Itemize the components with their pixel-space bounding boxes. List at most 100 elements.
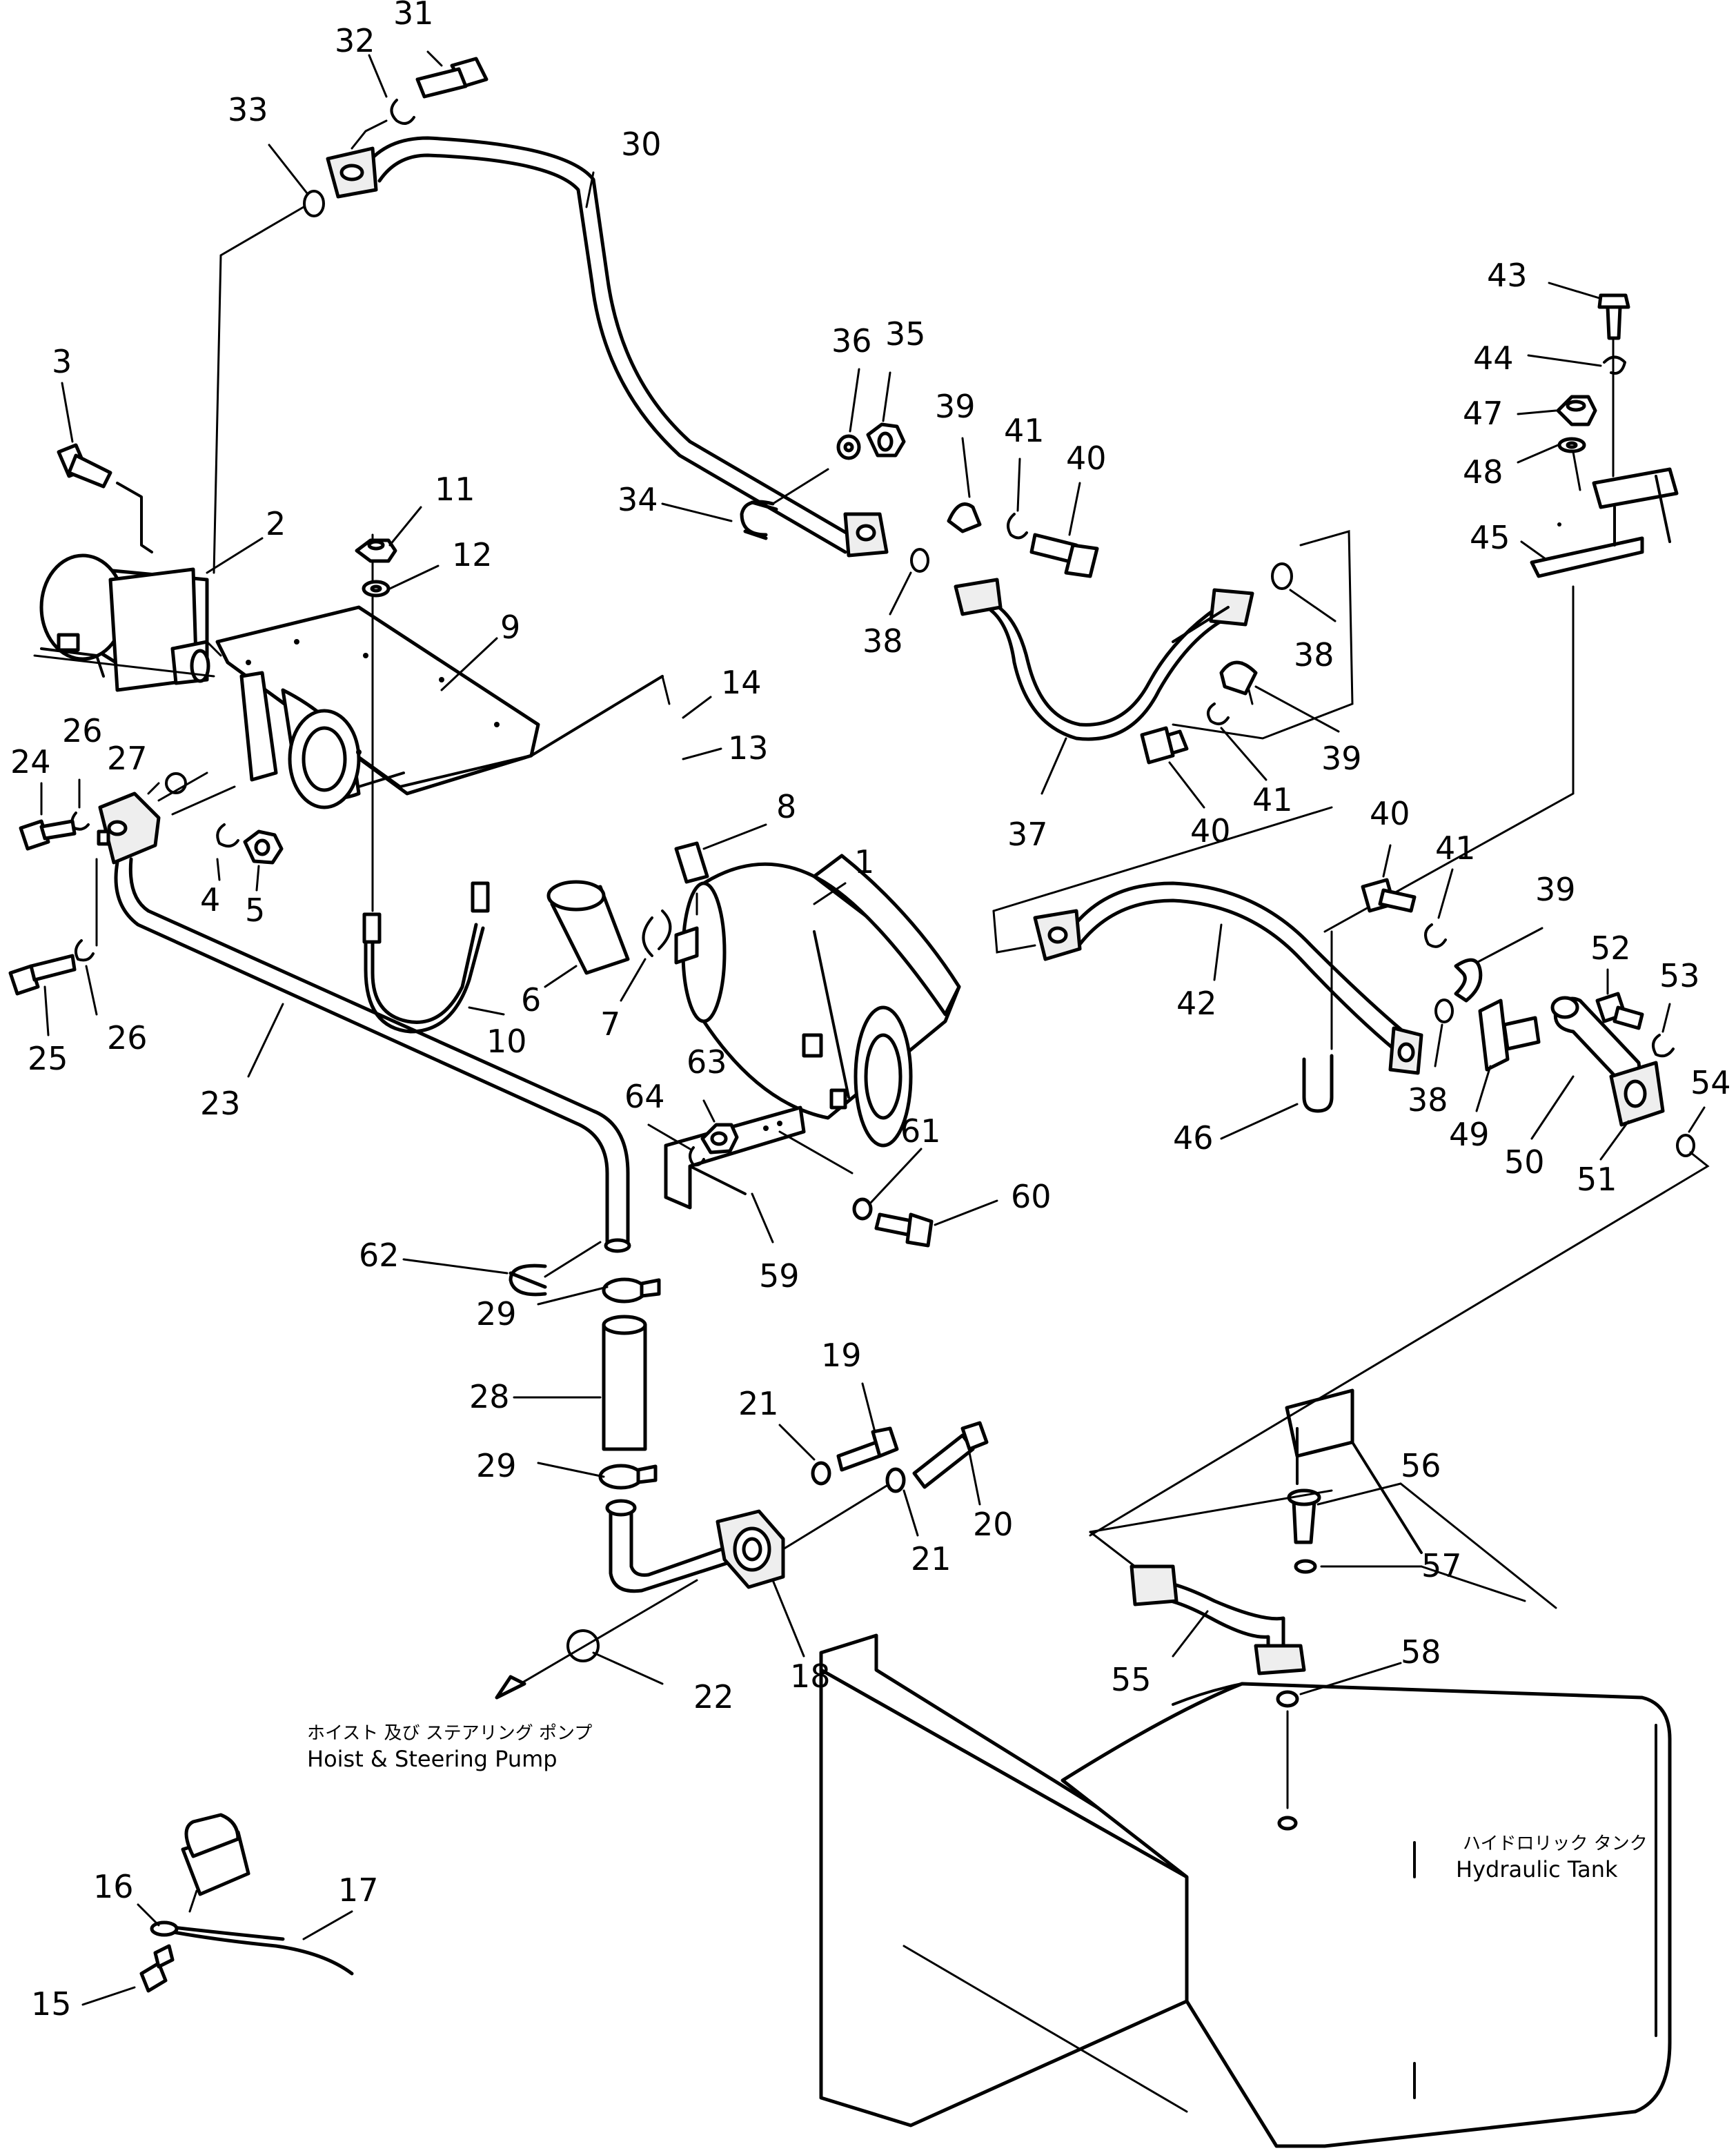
bolt-40a — [1029, 533, 1099, 578]
callout-59: 59 — [759, 1257, 800, 1295]
callout-18: 18 — [790, 1658, 831, 1695]
callout-9: 9 — [500, 609, 520, 646]
callout-48: 48 — [1463, 453, 1503, 491]
callout-25: 25 — [28, 1040, 68, 1077]
bolt-20 — [912, 1421, 989, 1489]
bolt-40b — [1140, 726, 1189, 765]
callout-41c: 41 — [1435, 829, 1476, 867]
washer-41c — [1424, 923, 1447, 948]
callout-6: 6 — [521, 981, 541, 1019]
washer-26b — [74, 939, 95, 962]
callout-14: 14 — [721, 664, 762, 701]
bolt-43 — [1597, 293, 1630, 340]
callout-56: 56 — [1401, 1447, 1441, 1484]
callout-29a: 29 — [476, 1295, 517, 1333]
washer-44 — [1603, 355, 1626, 375]
callout-38c: 38 — [1408, 1081, 1448, 1119]
callout-40b: 40 — [1190, 812, 1231, 849]
callout-16: 16 — [93, 1868, 134, 1905]
coupling-6 — [546, 880, 630, 975]
callout-26a: 26 — [62, 712, 103, 749]
washer-41a — [1007, 513, 1028, 540]
callout-60: 60 — [1011, 1178, 1052, 1215]
washer-41b — [1207, 702, 1230, 725]
callout-28: 28 — [469, 1378, 510, 1415]
clamp-39a — [947, 502, 982, 533]
bolt-60 — [874, 1212, 934, 1248]
bolt-52 — [1595, 992, 1644, 1030]
o-ring-38c — [1434, 999, 1454, 1023]
tank-caption-en: Hydraulic Tank — [1456, 1856, 1618, 1882]
callout-21b: 21 — [911, 1540, 951, 1577]
pump-1 — [674, 854, 961, 1148]
pipe-55 — [1089, 1488, 1333, 1809]
hydraulic-tank — [819, 1388, 1672, 2148]
callout-47: 47 — [1463, 395, 1503, 432]
pump-caption-jp: ホイスト 及び ステアリング ポンプ — [307, 1723, 592, 1744]
bolt-40c — [1361, 878, 1417, 913]
callout-46: 46 — [1173, 1119, 1214, 1157]
callout-64: 64 — [624, 1078, 665, 1115]
callout-38b: 38 — [1294, 636, 1334, 674]
pipe-30 — [213, 119, 889, 574]
callout-17: 17 — [338, 1871, 379, 1909]
callout-44: 44 — [1473, 340, 1514, 377]
nut-5 — [243, 829, 284, 865]
callout-23: 23 — [200, 1085, 241, 1122]
snap-ring-7 — [642, 910, 672, 957]
bolt-19 — [836, 1426, 899, 1472]
washer-21a — [811, 1461, 831, 1486]
leader-lines — [40, 50, 1706, 2006]
callout-57: 57 — [1421, 1547, 1462, 1584]
callout-50: 50 — [1504, 1143, 1545, 1181]
bracket-45 — [1323, 467, 1679, 933]
washer-32 — [390, 99, 415, 125]
callout-13: 13 — [728, 729, 769, 767]
callout-55: 55 — [1111, 1661, 1152, 1698]
callout-32: 32 — [335, 22, 375, 59]
o-ring-22 — [566, 1629, 600, 1662]
washer-53 — [1652, 1034, 1675, 1058]
washer-16 — [150, 1920, 179, 1937]
bolt-3 — [57, 443, 153, 553]
bolt-15 — [139, 1944, 175, 1993]
callout-21a: 21 — [738, 1385, 779, 1422]
sensor-17 — [153, 1813, 354, 1976]
callout-numbers: 1 2 3 4 5 6 7 8 9 10 11 12 13 14 15 16 1… — [10, 0, 1731, 2023]
tank-caption-jp: ハイドロリック タンク — [1463, 1834, 1648, 1854]
callout-62: 62 — [359, 1237, 400, 1274]
motor-assembly — [33, 553, 671, 809]
callout-61: 61 — [900, 1112, 941, 1150]
callout-1: 1 — [854, 843, 874, 881]
adapter-49 — [1478, 999, 1541, 1072]
nut-47 — [1556, 395, 1597, 426]
callout-12: 12 — [452, 536, 493, 573]
u-bolt-62 — [509, 1241, 602, 1297]
clamp-29b — [598, 1464, 658, 1490]
callout-52: 52 — [1590, 930, 1631, 967]
bolt-25 — [8, 954, 77, 996]
callout-40c: 40 — [1370, 795, 1410, 832]
o-ring-33 — [303, 190, 325, 217]
o-ring-38a — [910, 548, 929, 573]
clamp-39c — [1454, 958, 1483, 1003]
callout-3: 3 — [52, 343, 72, 380]
callout-7: 7 — [600, 1005, 620, 1043]
nut-11 — [355, 538, 397, 563]
bolt-24 — [19, 819, 77, 851]
bolt-31 — [415, 57, 489, 99]
callout-26b: 26 — [107, 1019, 148, 1056]
callout-38a: 38 — [862, 622, 903, 660]
callout-10: 10 — [486, 1023, 527, 1060]
callout-36: 36 — [831, 322, 872, 360]
callout-53: 53 — [1659, 957, 1700, 994]
callout-11: 11 — [435, 471, 475, 508]
washer-61 — [852, 1197, 873, 1221]
washer-4 — [216, 823, 239, 848]
callout-20: 20 — [973, 1506, 1014, 1543]
washer-12 — [362, 580, 391, 598]
flange-51 — [1609, 1061, 1665, 1127]
callout-42: 42 — [1176, 985, 1217, 1022]
callout-51: 51 — [1577, 1161, 1617, 1198]
washer-64 — [689, 1146, 705, 1167]
